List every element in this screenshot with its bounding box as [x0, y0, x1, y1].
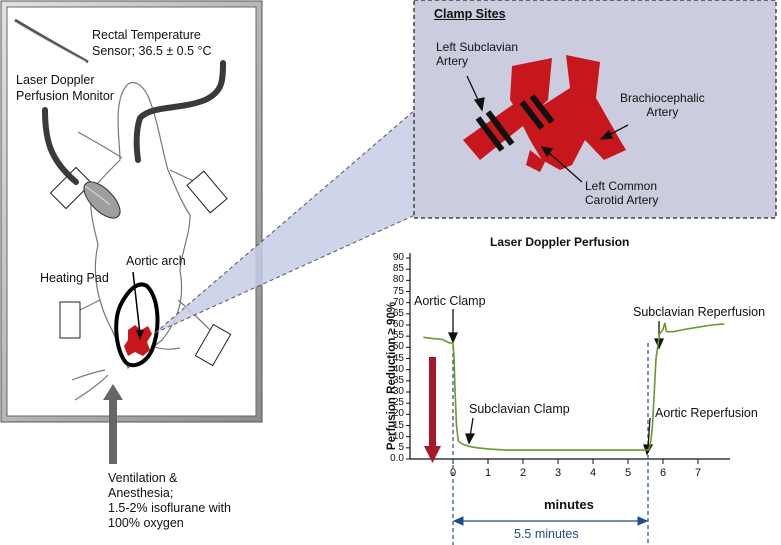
x-tick-label: 6: [659, 467, 667, 479]
upper-cable: [133, 60, 226, 163]
laser-doppler-cable: [42, 107, 79, 185]
left-common-carotid-label-line2: Carotid Artery: [585, 193, 659, 207]
x-tick-label: 0: [449, 467, 457, 479]
perfusion-trace-line: [423, 322, 725, 451]
y-tick-label: 70: [392, 296, 404, 308]
y-tick-marks: [406, 257, 410, 460]
y-tick-label: 5: [398, 441, 404, 453]
subclavian-reperfusion-label: Subclavian Reperfusion: [633, 305, 766, 319]
left-common-carotid-label-line1: Left Common: [585, 179, 658, 193]
y-tick-label: 75: [392, 285, 404, 297]
laser-doppler-label: Laser Doppler Perfusion Monitor: [16, 72, 114, 104]
x-tick-label: 2: [519, 467, 527, 479]
y-tick-label: 35: [392, 374, 404, 386]
chart-title: Laser Doppler Perfusion: [490, 235, 630, 249]
y-tick-label: 25: [392, 397, 404, 409]
y-tick-label: 80: [392, 274, 404, 286]
laser-doppler-label-line1: Laser Doppler: [16, 73, 95, 87]
rectal-sensor-wire: [14, 18, 89, 64]
y-tick-label: 10: [392, 430, 404, 442]
left-subclavian-label-line1: Left Subclavian: [436, 40, 519, 54]
x-tick-label: 7: [694, 467, 702, 479]
y-tick-label: 20: [392, 408, 404, 420]
left-subclavian-label-line2: Artery: [436, 54, 469, 68]
y-tick-label: 45: [392, 352, 404, 364]
chart-axes: [409, 253, 730, 460]
ventilation-label: Ventilation & Anesthesia; 1.5-2% isoflur…: [108, 471, 231, 531]
ventilation-arrow: [103, 384, 123, 464]
rectal-sensor-label-line2: Sensor; 36.5 ± 0.5 °C: [92, 44, 212, 58]
laser-doppler-label-line2: Perfusion Monitor: [16, 89, 114, 103]
y-tick-label: 65: [392, 307, 404, 319]
aortic-clamp-label: Aortic Clamp: [414, 294, 486, 308]
duration-span-arrow: [452, 516, 649, 526]
inset-arrows: [466, 75, 629, 183]
brachiocephalic-label-line2: Artery: [646, 105, 679, 119]
y-tick-label: 30: [392, 386, 404, 397]
perfusion-trace-layer: [423, 322, 725, 451]
artery-diagram: [463, 55, 626, 172]
laser-doppler-probe: [83, 181, 121, 219]
ventilation-label-line3: 1.5-2% isoflurane with: [108, 501, 231, 515]
clamp-sites-title: Clamp Sites: [434, 7, 506, 21]
rectal-sensor-label: Rectal Temperature Sensor; 36.5 ± 0.5 °C: [92, 27, 212, 59]
rectal-sensor-label-line1: Rectal Temperature: [92, 28, 201, 42]
left-common-carotid-label: Left Common Carotid Artery: [585, 179, 658, 207]
x-tick-label: 3: [554, 467, 562, 479]
y-tick-label: 40: [392, 363, 404, 375]
y-tick-label: 55: [392, 330, 404, 342]
subclavian-clamp-label: Subclavian Clamp: [469, 402, 570, 416]
y-tick-label: 85: [392, 263, 404, 275]
aortic-arch-label: Aortic arch: [126, 254, 186, 268]
ventilation-label-line2: Anesthesia;: [108, 486, 174, 500]
aortic-arch-red: [124, 325, 152, 356]
ventilation-label-line4: 100% oxygen: [108, 516, 184, 530]
x-tick-label: 5: [624, 467, 632, 479]
y-tick-label: 60: [392, 319, 404, 330]
tape-strips: [49, 166, 232, 367]
y-tick-label: 50: [392, 341, 404, 353]
brachiocephalic-label: Brachiocephalic Artery: [620, 91, 705, 119]
chart-x-axis-label: minutes: [544, 497, 594, 512]
ventilation-label-line1: Ventilation &: [108, 471, 178, 485]
x-tick-marks: [452, 459, 699, 464]
x-tick-label: 1: [484, 467, 492, 479]
chart-annotation-arrows: [447, 309, 665, 456]
heating-pad-label: Heating Pad: [40, 271, 109, 285]
y-tick-label: 90: [392, 252, 404, 263]
left-subclavian-label: Left Subclavian Artery: [436, 40, 518, 68]
y-tick-label: 0.0: [390, 453, 404, 464]
aortic-reperfusion-label: Aortic Reperfusion: [655, 406, 758, 420]
brachiocephalic-label-line1: Brachiocephalic: [620, 91, 705, 105]
clamp-bars: [475, 94, 555, 152]
x-tick-label: 4: [589, 467, 597, 479]
duration-label: 5.5 minutes: [514, 527, 579, 541]
reduction-down-arrow: [424, 357, 441, 463]
y-tick-label: 15: [392, 419, 404, 431]
